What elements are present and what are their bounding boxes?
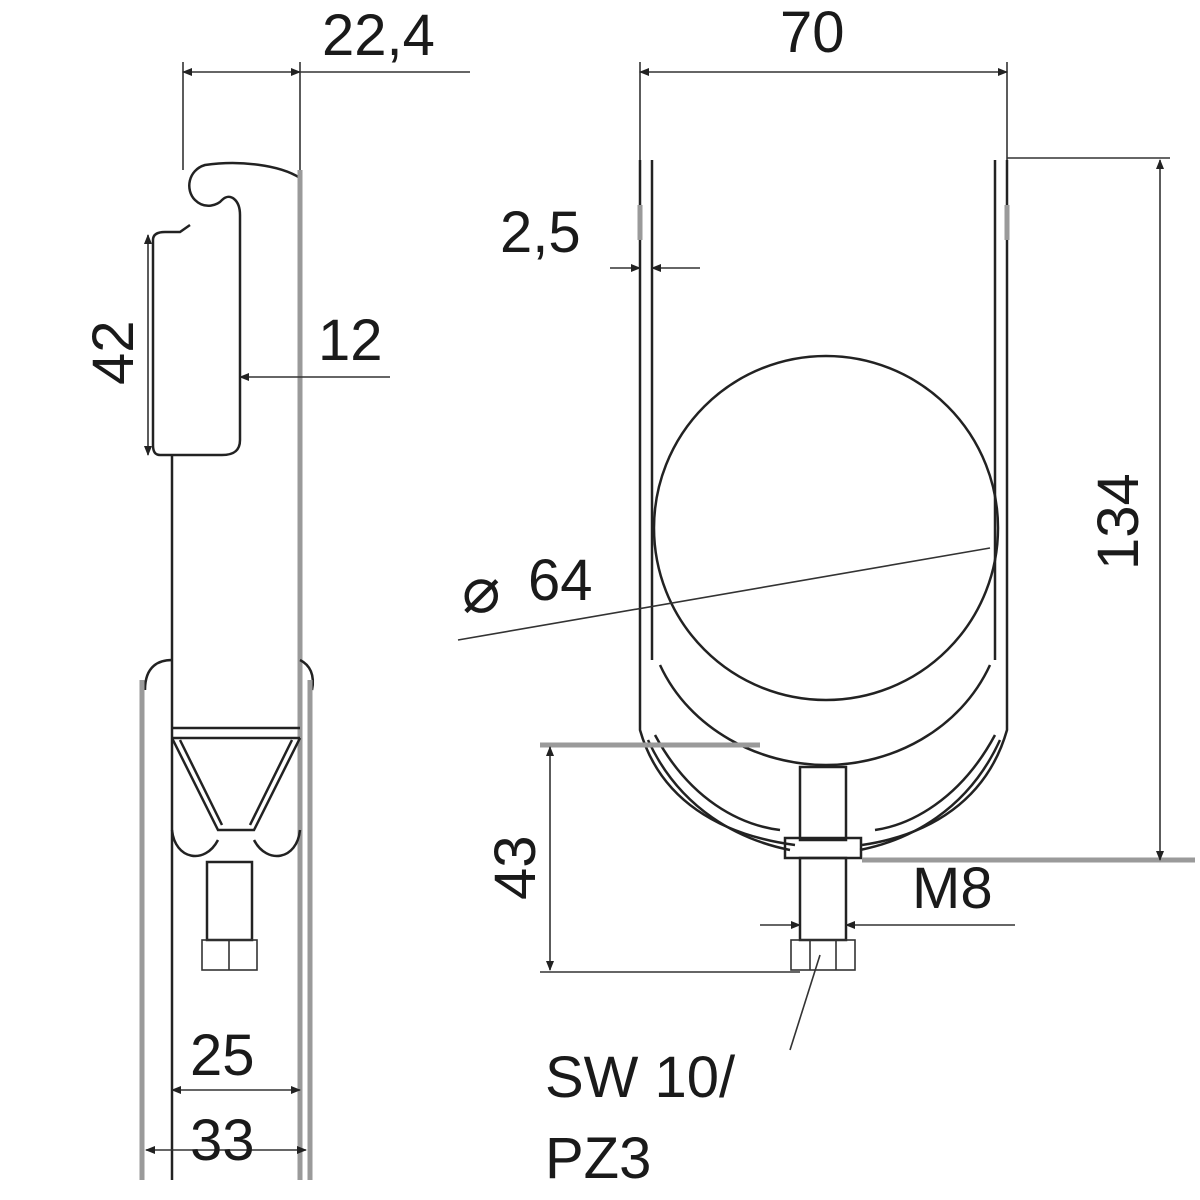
dim-hook-height: 42 — [81, 320, 146, 385]
dim-diameter: 64 — [528, 548, 593, 613]
dim-hook-depth: 12 — [318, 308, 383, 373]
side-view — [139, 62, 470, 1180]
dim-height: 134 — [1086, 473, 1151, 570]
dim-thread: M8 — [912, 856, 993, 921]
dim-inner-width: 25 — [190, 1023, 255, 1088]
dim-width: 70 — [780, 0, 845, 65]
diameter-symbol: ⌀ — [462, 554, 501, 626]
dim-thickness: 2,5 — [500, 200, 581, 265]
callout-line-1: SW 10/ — [545, 1045, 736, 1110]
dim-outer-width: 33 — [190, 1108, 255, 1173]
dim-bolt-height: 43 — [483, 835, 548, 900]
dim-top-width: 22,4 — [322, 3, 435, 68]
callout-line-2: PZ3 — [545, 1126, 651, 1191]
front-view — [457, 62, 1195, 1051]
